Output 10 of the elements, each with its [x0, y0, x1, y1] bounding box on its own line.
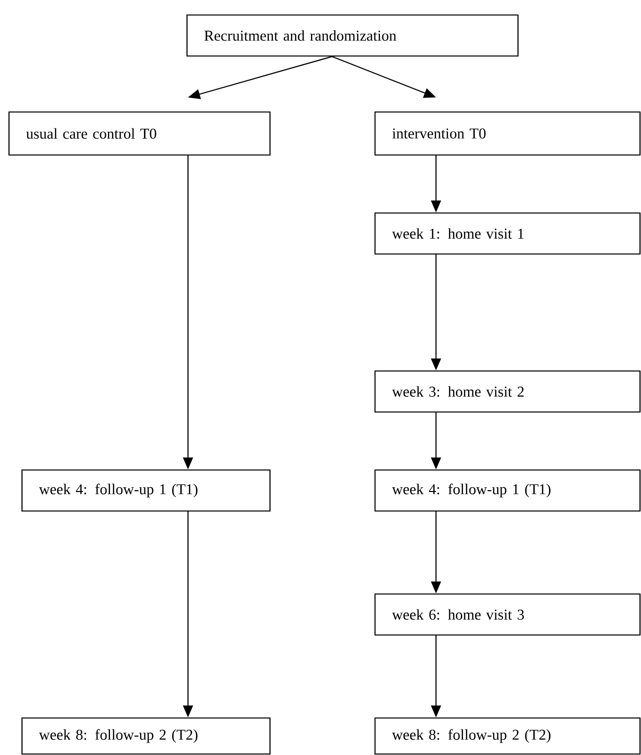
process-box: week 4: follow-up 1 (T1): [374, 469, 641, 512]
process-box: week 8: follow-up 2 (T2): [21, 717, 271, 755]
process-box: usual care control T0: [8, 111, 271, 156]
process-box: Recruitment and randomization: [186, 14, 519, 57]
process-box: week 3: home visit 2: [374, 370, 641, 413]
process-box: week 4: follow-up 1 (T1): [21, 469, 271, 512]
process-box: week 6: home visit 3: [374, 593, 641, 636]
process-box: week 8: follow-up 2 (T2): [374, 717, 641, 755]
process-box: intervention T0: [374, 111, 641, 156]
process-box: week 1: home visit 1: [374, 212, 641, 255]
